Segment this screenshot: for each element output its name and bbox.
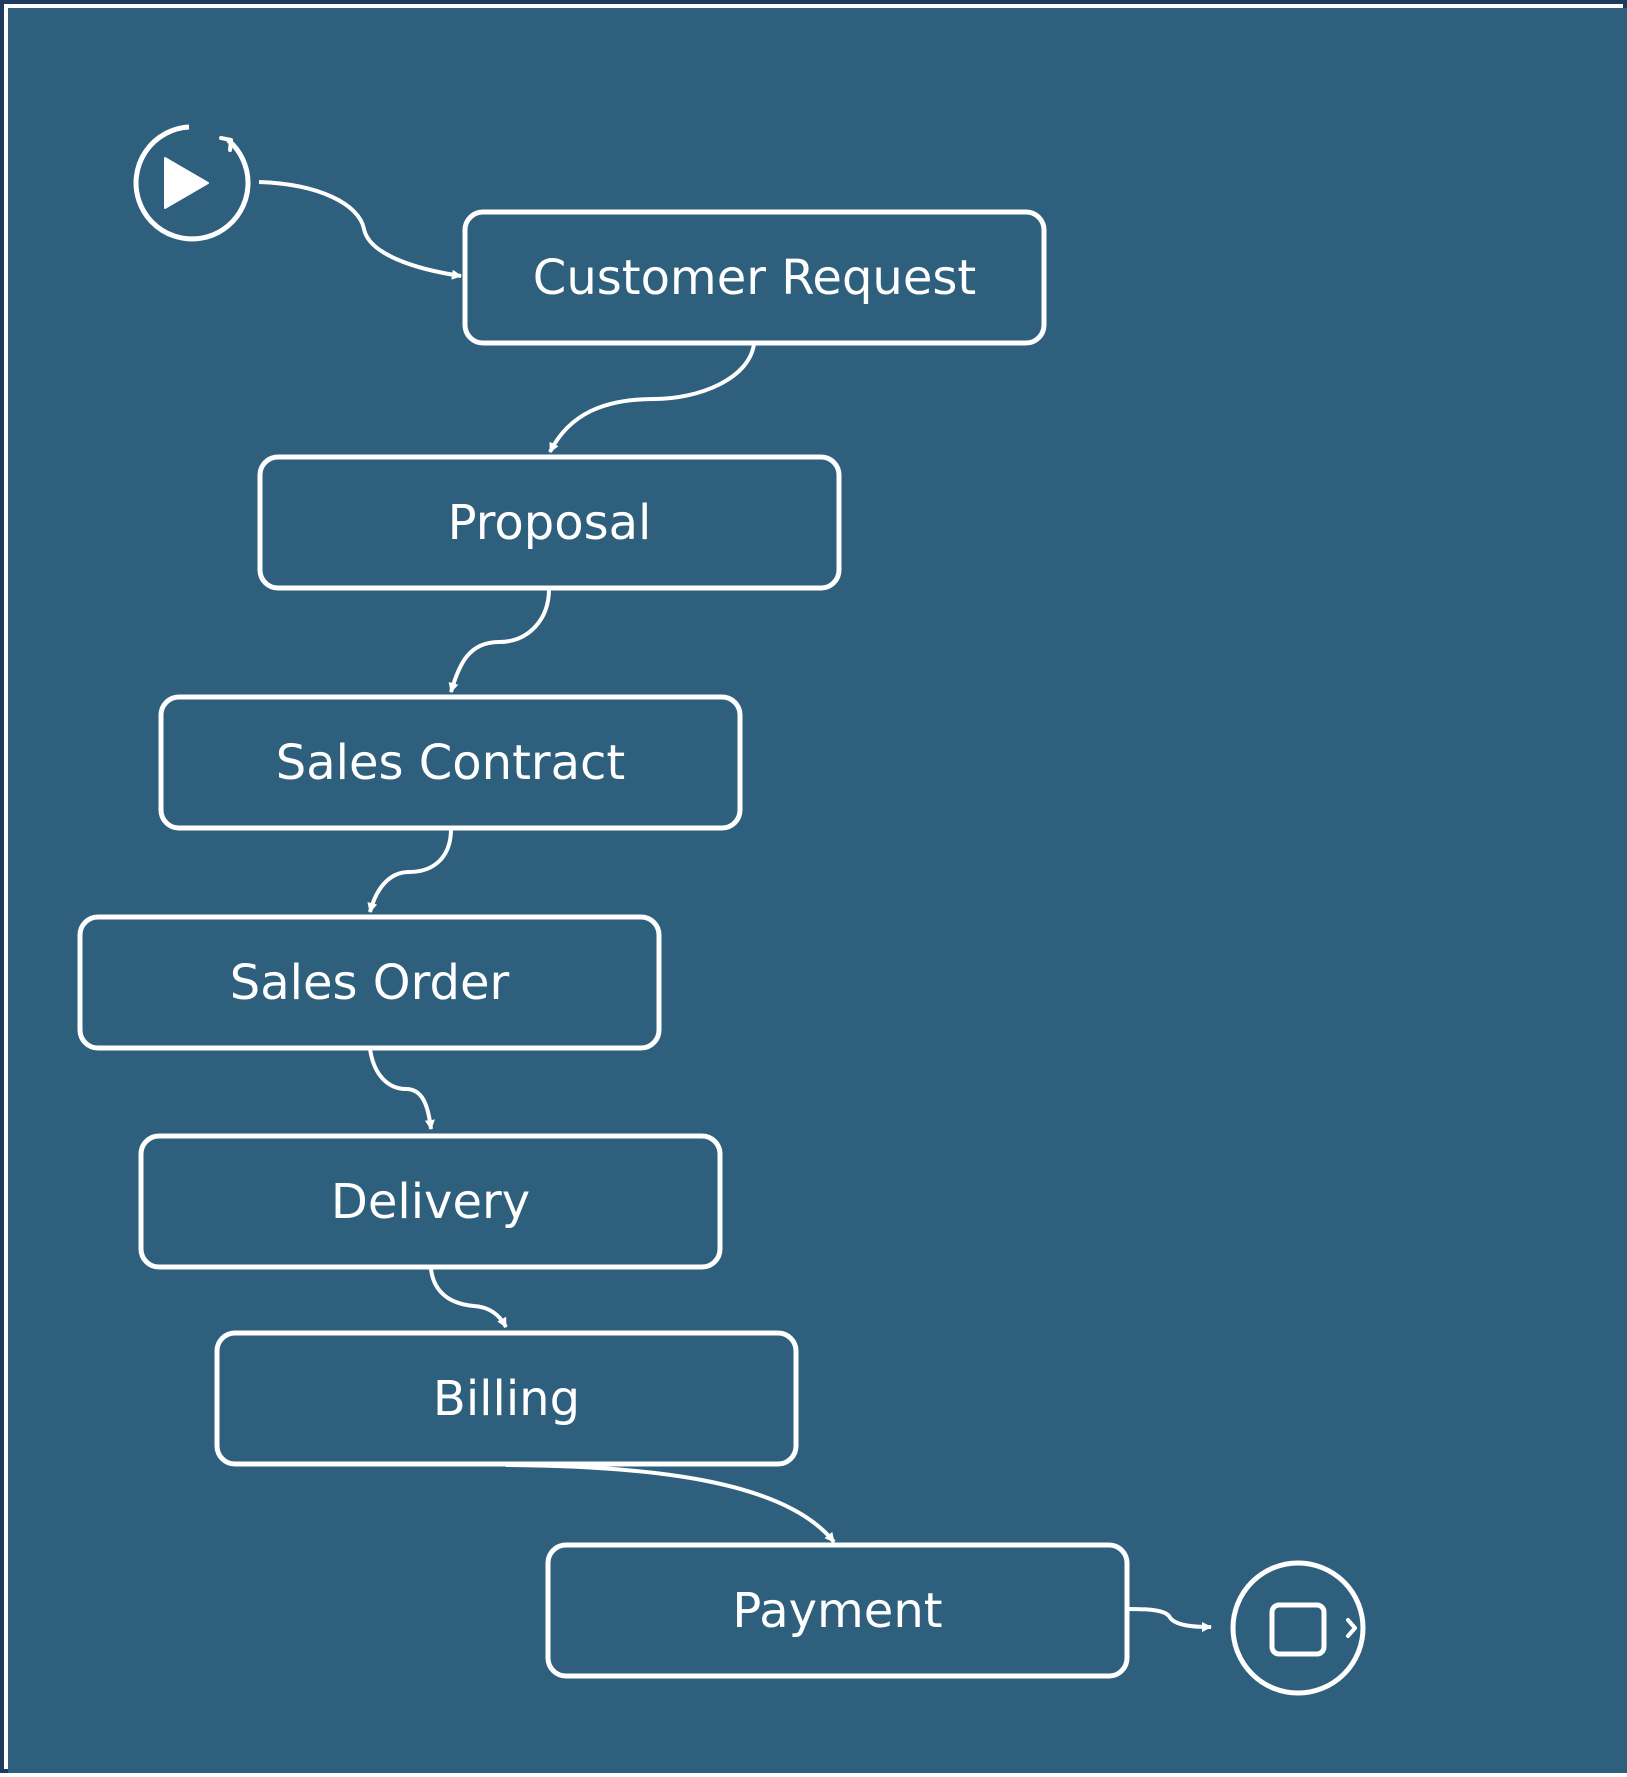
node-payment-label: Payment (732, 1583, 942, 1639)
node-proposal-label: Proposal (448, 495, 652, 551)
node-proposal[interactable]: Proposal (257, 454, 842, 591)
edge-sales-order-to-delivery (368, 1048, 435, 1130)
edge-customer-request-to-proposal (548, 343, 756, 453)
node-sales-contract[interactable]: Sales Contract (158, 694, 743, 831)
start-event[interactable] (133, 124, 251, 242)
node-sales-contract-label: Sales Contract (276, 735, 626, 791)
edge-delivery-to-billing (429, 1268, 508, 1328)
start-play-icon (133, 124, 251, 242)
node-customer-request[interactable]: Customer Request (462, 209, 1047, 346)
edge-proposal-to-sales-contract (448, 588, 551, 693)
node-sales-order[interactable]: Sales Order (77, 914, 662, 1051)
node-sales-order-label: Sales Order (230, 955, 510, 1011)
edge-sales-contract-to-sales-order (367, 828, 453, 913)
edge-payment-to-end (1127, 1607, 1212, 1632)
node-customer-request-label: Customer Request (533, 250, 976, 306)
diagram-background (8, 8, 1627, 1773)
edge-start-to-customer-request (258, 180, 462, 280)
node-payment[interactable]: Payment (545, 1542, 1130, 1679)
node-billing-label: Billing (433, 1371, 580, 1427)
node-delivery[interactable]: Delivery (138, 1133, 723, 1270)
node-delivery-label: Delivery (331, 1174, 530, 1230)
end-stop-icon (1230, 1560, 1366, 1696)
end-event[interactable] (1230, 1560, 1366, 1696)
diagram-svg: Customer Request Proposal Sales Contract… (8, 8, 1627, 1773)
node-billing[interactable]: Billing (214, 1330, 799, 1467)
